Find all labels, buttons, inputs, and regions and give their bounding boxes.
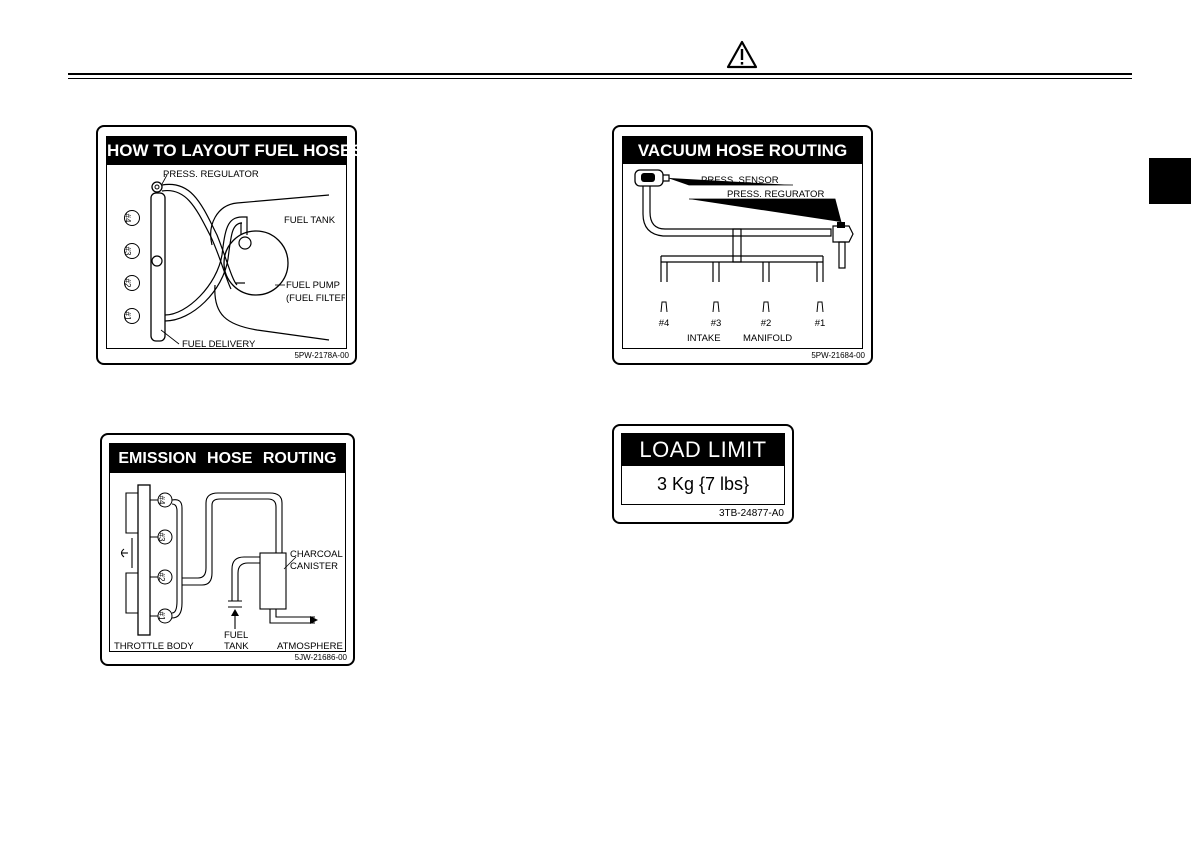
vacuum-cyl-4: #4 bbox=[659, 318, 670, 329]
fuel-delivery-label: FUEL DELIVERY bbox=[182, 339, 256, 348]
fuel-pump-label: FUEL PUMP bbox=[286, 280, 340, 291]
emission-hose-diagram: #4 #3 #2 #1 CHARCOAL CANISTER FUEL TANK … bbox=[114, 484, 343, 651]
vacuum-cyl-1: #1 bbox=[815, 318, 826, 329]
fuel-cyl-2: #2 bbox=[123, 279, 132, 288]
vacuum-cyl-2: #2 bbox=[761, 318, 772, 329]
emission-tank-label: TANK bbox=[224, 641, 249, 651]
vacuum-hose-label: VACUUM HOSE ROUTING bbox=[612, 125, 873, 365]
emission-cyl-3: #3 bbox=[157, 533, 166, 542]
emission-hose-label: EMISSION HOSE ROUTING bbox=[100, 433, 355, 666]
vacuum-hose-label-code: 5PW-21684-00 bbox=[811, 351, 865, 360]
fuel-cyl-markers: #4 #3 #2 #1 bbox=[123, 210, 140, 324]
emission-canister-label: CANISTER bbox=[290, 561, 338, 572]
load-limit-label-title: LOAD LIMIT bbox=[622, 434, 784, 466]
emission-cyl-4: #4 bbox=[157, 496, 166, 505]
emission-atmosphere-label: ATMOSPHERE bbox=[277, 641, 343, 651]
vacuum-intake-label: INTAKE bbox=[687, 333, 721, 344]
emission-fuel-label: FUEL bbox=[224, 630, 248, 641]
vacuum-press-sensor-label: PRESS. SENSOR bbox=[701, 175, 779, 186]
header-rule-thin bbox=[68, 78, 1132, 79]
section-tab bbox=[1149, 158, 1191, 204]
load-limit-value: 3 Kg {7 lbs} bbox=[656, 474, 750, 494]
fuel-hose-diagram: #4 #3 #2 #1 PRESS. REGULATOR FUEL TANK F… bbox=[123, 169, 345, 348]
vacuum-manifold-label: MANIFOLD bbox=[743, 333, 792, 344]
vacuum-press-regurator-label: PRESS. REGURATOR bbox=[727, 189, 824, 200]
fuel-tank-label: FUEL TANK bbox=[284, 215, 336, 226]
vacuum-hose-label-title: VACUUM HOSE ROUTING bbox=[623, 137, 862, 164]
load-limit-label-code: 3TB-24877-A0 bbox=[718, 508, 784, 519]
emission-charcoal-label: CHARCOAL bbox=[290, 549, 343, 560]
emission-throttle-body-label: THROTTLE BODY bbox=[114, 641, 194, 651]
fuel-filter-label: (FUEL FILTER) bbox=[286, 293, 345, 304]
vacuum-hose-label-frame: VACUUM HOSE ROUTING bbox=[622, 136, 863, 349]
load-limit-label-frame: LOAD LIMIT 3 Kg {7 lbs} bbox=[621, 433, 785, 505]
header-rule bbox=[68, 73, 1132, 75]
emission-hose-label-code: 5JW-21686-00 bbox=[294, 653, 347, 662]
emission-cyl-2: #2 bbox=[157, 573, 166, 582]
warning-icon bbox=[726, 40, 758, 69]
fuel-cyl-1: #1 bbox=[123, 312, 132, 321]
vacuum-hose-diagram: PRESS. SENSOR PRESS. REGURATOR #4 #3 #2 … bbox=[634, 169, 854, 344]
emission-hose-label-title: EMISSION HOSE ROUTING bbox=[110, 444, 345, 473]
fuel-hose-label-code: 5PW-2178A-00 bbox=[294, 351, 349, 360]
vacuum-cyl-3: #3 bbox=[711, 318, 722, 329]
fuel-hose-label-title: HOW TO LAYOUT FUEL HOSES bbox=[107, 137, 363, 165]
fuel-press-regulator-label: PRESS. REGULATOR bbox=[163, 169, 259, 180]
fuel-cyl-4: #4 bbox=[123, 214, 132, 223]
emission-hose-label-frame: EMISSION HOSE ROUTING bbox=[109, 443, 346, 652]
emission-cyl-1: #1 bbox=[157, 612, 166, 621]
fuel-hose-label: HOW TO LAYOUT FUEL HOSES bbox=[96, 125, 363, 365]
fuel-cyl-3: #3 bbox=[123, 247, 132, 256]
load-limit-label: LOAD LIMIT 3 Kg {7 lbs} 3TB-24877-A0 bbox=[612, 424, 794, 524]
fuel-hose-label-frame: HOW TO LAYOUT FUEL HOSES bbox=[106, 136, 363, 349]
